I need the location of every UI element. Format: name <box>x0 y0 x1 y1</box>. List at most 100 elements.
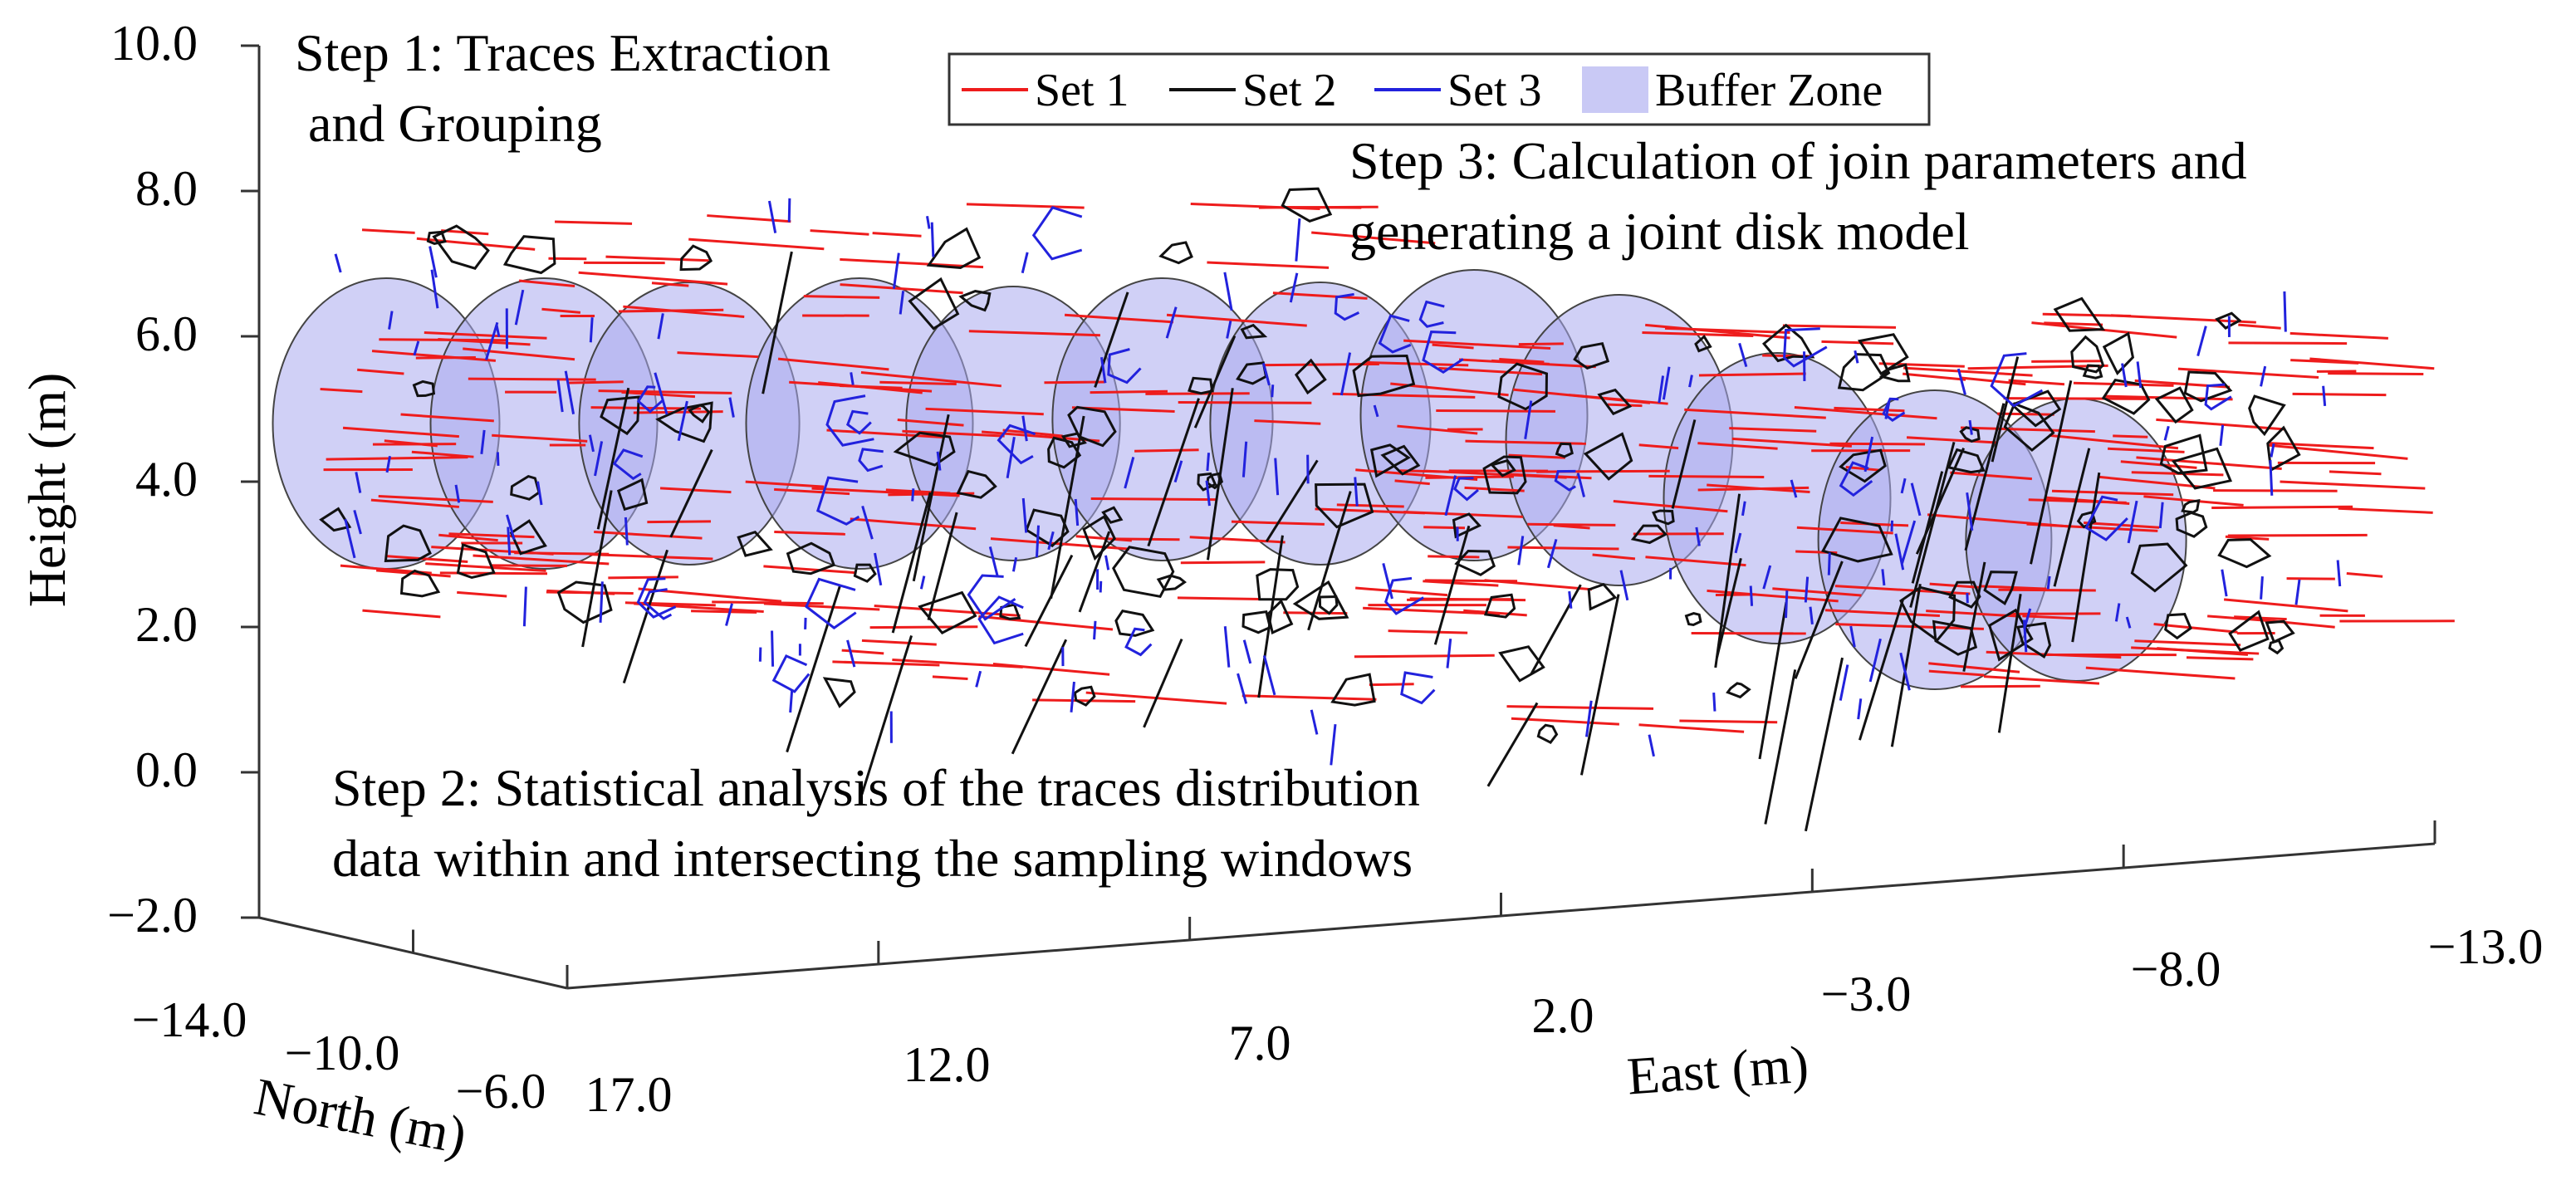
set3-trace <box>1107 348 1142 384</box>
set2-trace <box>1112 546 1175 598</box>
set1-trace <box>2073 381 2174 387</box>
annotation-step1: Step 1: Traces Extraction and Grouping <box>295 23 830 153</box>
set2-trace <box>1330 673 1376 707</box>
set3-trace <box>1271 384 1275 398</box>
set2-trace <box>1143 638 1183 728</box>
set3-trace <box>636 577 677 619</box>
set3-trace <box>1205 480 1211 507</box>
set3-trace <box>677 400 688 442</box>
set2-trace <box>1240 323 1268 340</box>
set1-trace <box>1032 698 1136 703</box>
set2-trace <box>412 380 436 398</box>
set2-trace <box>860 634 913 795</box>
set3-trace <box>480 429 486 454</box>
set1-trace <box>375 569 451 578</box>
set2-trace <box>2171 447 2232 490</box>
set1-trace <box>618 308 724 313</box>
set1-trace <box>1824 609 1940 618</box>
set3-trace <box>1262 655 1276 696</box>
y-tick-labels: −14.0 −10.0 −6.0 <box>132 992 546 1119</box>
z-tick-label: 0.0 <box>135 742 198 797</box>
set3-trace <box>1619 570 1629 601</box>
set1-trace <box>1697 442 1778 450</box>
set2-trace <box>399 569 441 598</box>
traces-layer <box>319 187 2455 832</box>
set3-trace <box>506 514 516 541</box>
set3-trace <box>1047 531 1055 551</box>
set1-trace <box>1428 555 1480 559</box>
x-tick-label: −8.0 <box>2131 942 2221 997</box>
set3-trace <box>850 372 855 385</box>
set2-trace <box>1694 334 1712 353</box>
set1-trace <box>1369 683 1414 687</box>
set1-trace <box>2042 312 2132 318</box>
set2-trace <box>786 585 842 753</box>
set1-trace <box>861 639 937 646</box>
set1-trace <box>362 609 441 619</box>
set1-trace <box>384 439 438 448</box>
set1-trace <box>326 456 468 461</box>
set2-trace <box>1380 444 1421 476</box>
legend-set1-label: Set 1 <box>1035 65 1129 116</box>
set3-trace <box>1576 473 1585 497</box>
set2-trace <box>2265 619 2295 644</box>
set3-trace <box>1863 436 1874 473</box>
set2-trace <box>1821 517 1893 563</box>
set1-trace <box>1928 662 2020 673</box>
set3-trace <box>1658 375 1665 404</box>
annotation-step1-line1: Step 1: Traces Extraction <box>295 23 830 82</box>
set3-trace <box>1738 342 1748 368</box>
set2-trace <box>1114 610 1155 637</box>
annotation-step2-line2: data within and intersecting the samplin… <box>332 829 1413 888</box>
set1-trace <box>897 419 964 427</box>
set1-trace <box>1432 343 1474 350</box>
set3-trace <box>1882 397 1906 423</box>
set1-trace <box>1365 360 1469 367</box>
set1-trace <box>1507 546 1619 551</box>
set2-trace <box>912 414 950 582</box>
set2-trace <box>1241 610 1272 634</box>
set1-trace <box>370 498 459 508</box>
set2-trace <box>1761 323 1815 363</box>
set2-trace <box>1011 639 1068 755</box>
set1-trace <box>1518 342 1564 346</box>
set2-trace <box>556 580 613 624</box>
set1-trace <box>385 555 468 564</box>
set3-trace <box>1373 404 1379 418</box>
set1-trace <box>1960 426 2095 433</box>
set2-trace <box>2154 386 2194 424</box>
set2-trace <box>1025 508 1070 548</box>
z-tick-label: 6.0 <box>135 306 198 361</box>
set2-trace <box>1583 432 1633 481</box>
set1-trace <box>1484 579 1593 591</box>
annotation-step2: Step 2: Statistical analysis of the trac… <box>332 758 1420 888</box>
set1-trace <box>1835 623 1984 630</box>
set3-trace <box>1901 520 1917 564</box>
set3-trace <box>1354 477 1359 507</box>
set1-trace <box>1834 406 1905 413</box>
set1-trace <box>1834 585 1971 595</box>
set1-trace <box>1638 723 1745 733</box>
set3-trace <box>725 603 733 626</box>
set1-trace <box>2309 357 2435 370</box>
set3-trace <box>1966 492 1974 531</box>
set1-trace <box>2227 533 2368 537</box>
set1-trace <box>968 330 1100 337</box>
set2-trace <box>999 603 1021 620</box>
set1-trace <box>860 371 1002 388</box>
set3-trace <box>2127 500 2138 544</box>
set3-trace <box>522 586 527 627</box>
set2-trace <box>1193 335 1237 428</box>
set2-trace <box>1991 356 2020 463</box>
set1-trace <box>1729 427 1817 433</box>
set1-trace <box>1134 448 1199 453</box>
set2-trace <box>737 530 773 557</box>
set1-trace <box>1512 388 1651 404</box>
set3-trace <box>1035 525 1041 558</box>
z-tick-label: 2.0 <box>135 597 198 652</box>
set2-trace <box>616 477 649 512</box>
x-tick-label: 17.0 <box>585 1067 673 1122</box>
set2-trace <box>1307 491 1352 631</box>
set1-trace <box>818 381 923 394</box>
set1-trace <box>2225 535 2270 541</box>
